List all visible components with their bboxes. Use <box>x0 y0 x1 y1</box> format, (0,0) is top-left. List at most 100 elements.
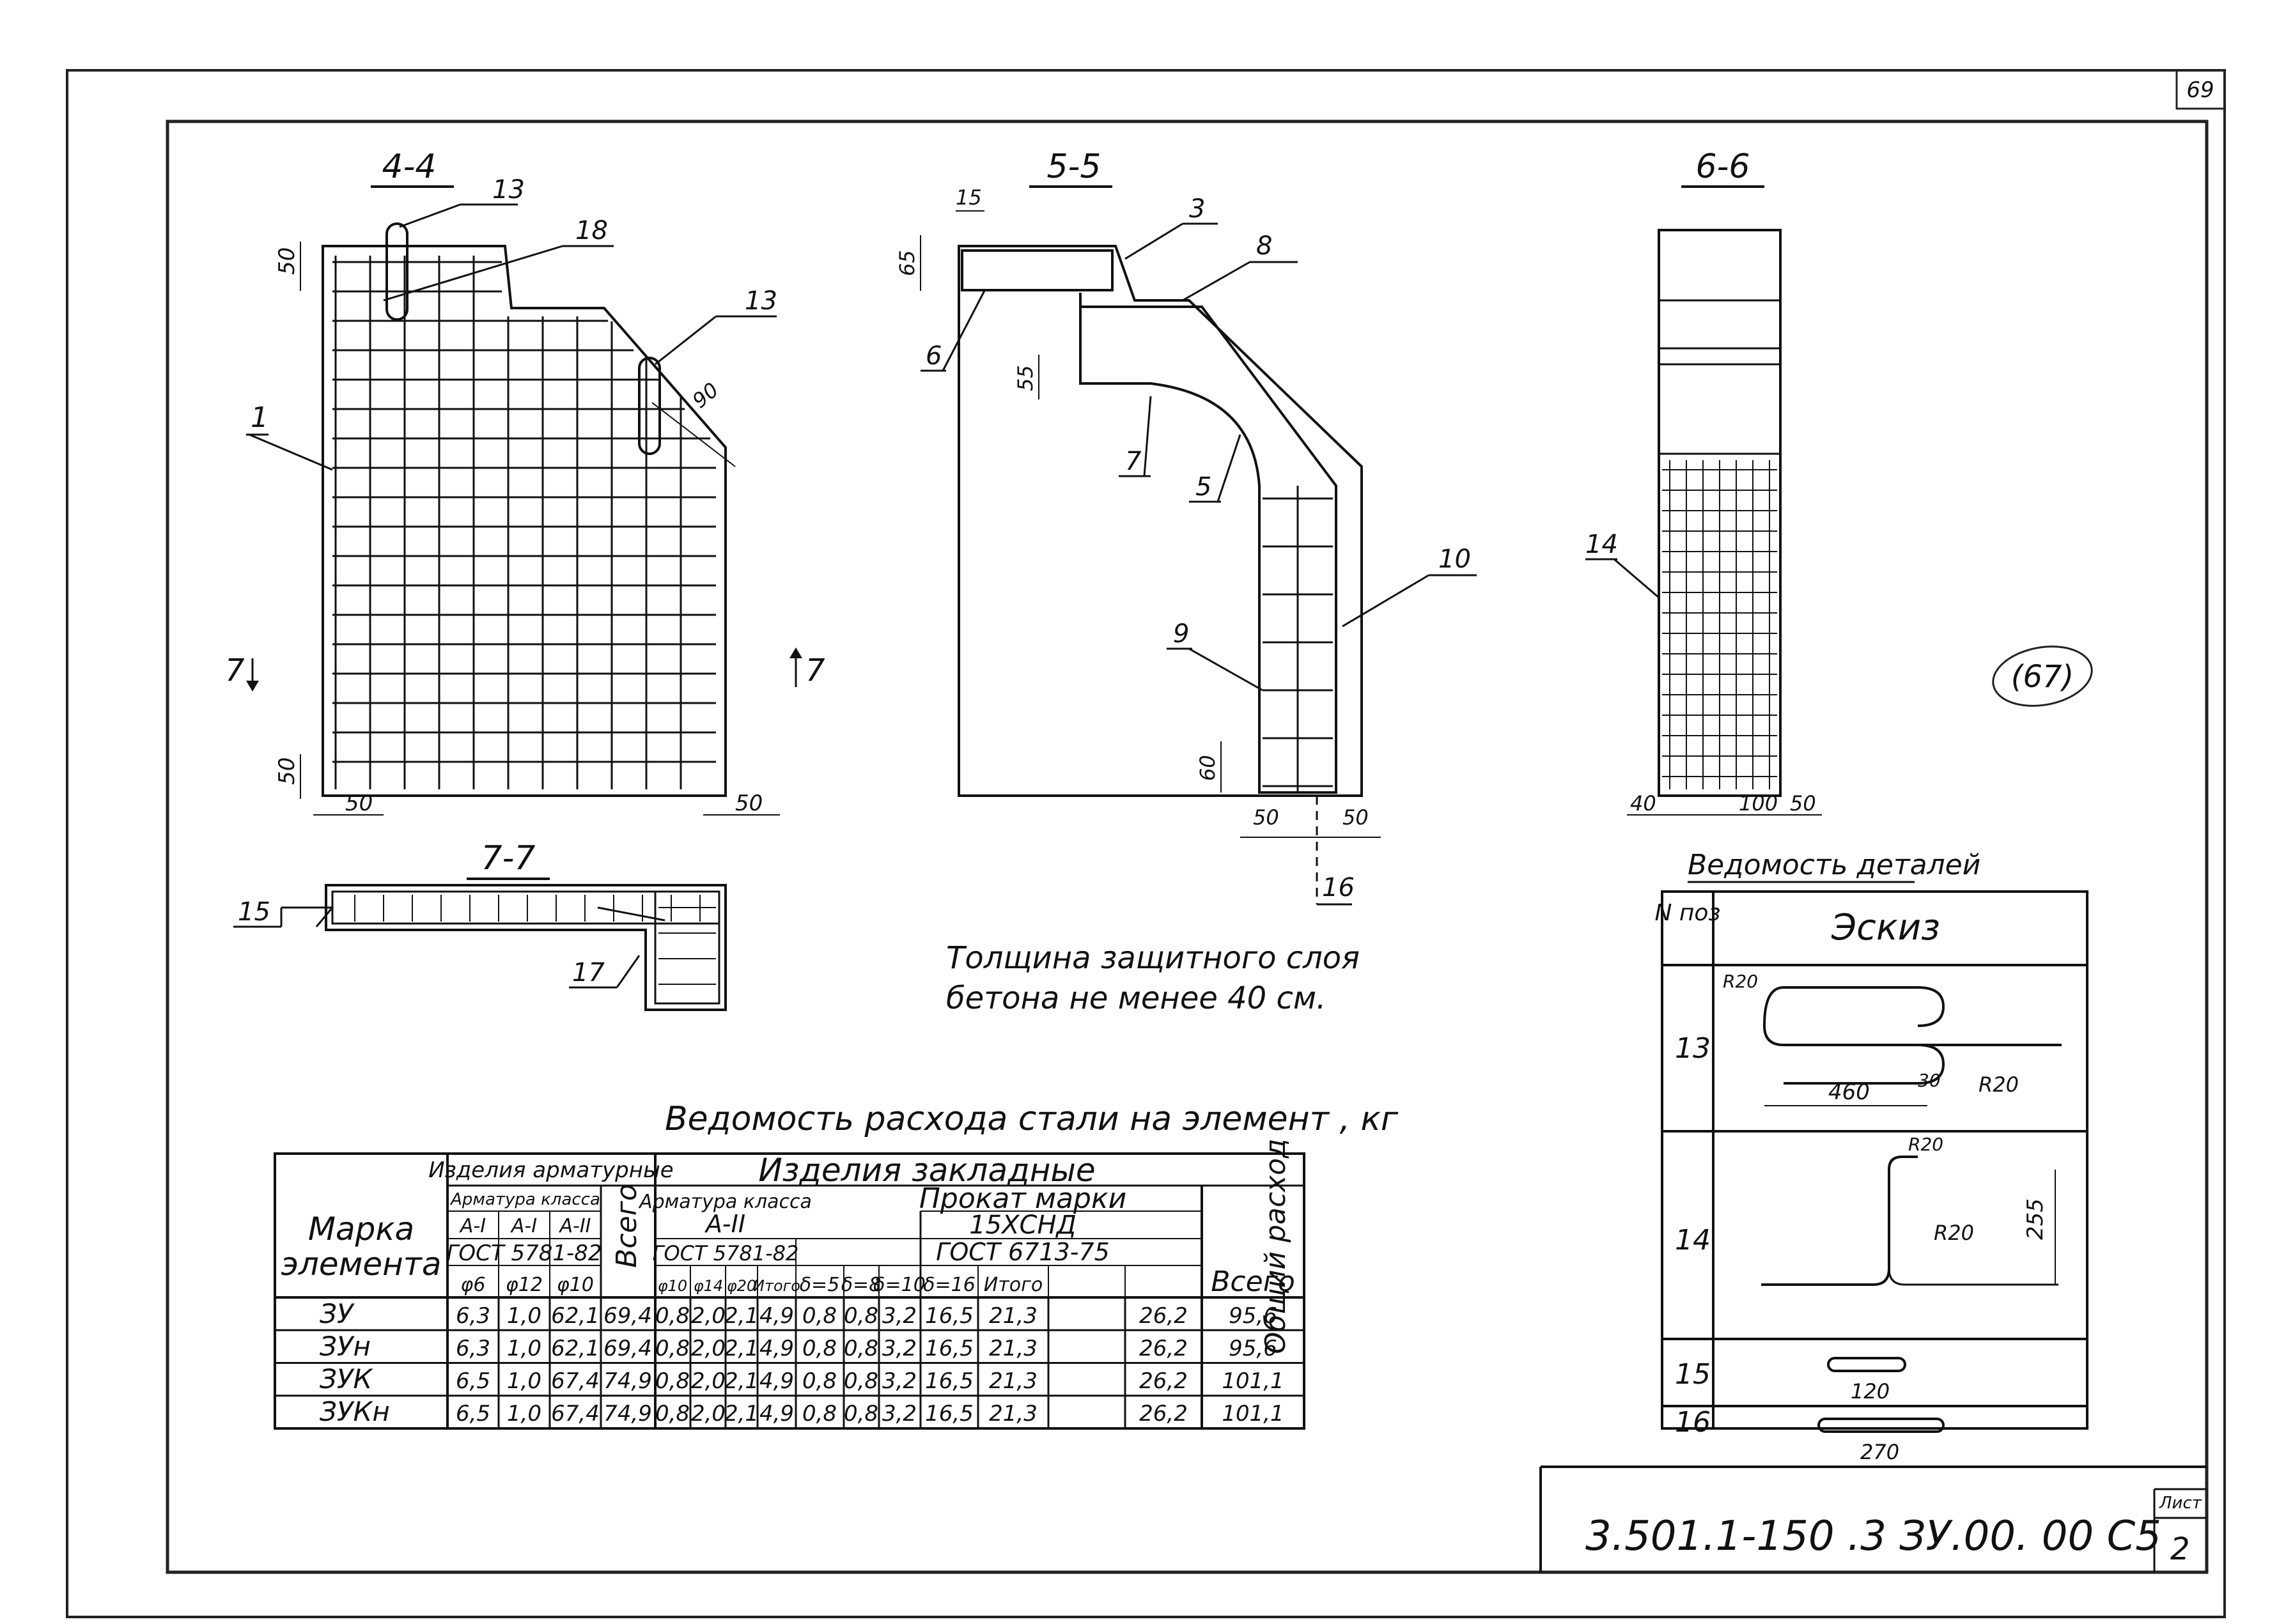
label-pos-8: 8 <box>1256 231 1272 261</box>
label-pos-16: 16 <box>1322 873 1355 902</box>
dim-100: 100 <box>1739 791 1778 816</box>
label-pos-15: 15 <box>238 897 270 927</box>
details-15-120: 120 <box>1851 1379 1890 1404</box>
bar-13-loop-b <box>638 357 661 455</box>
steel-h-total2: Всего <box>1211 1265 1295 1298</box>
steel-cell: 0,8 <box>802 1303 837 1329</box>
details-h-sketch: Эскиз <box>1831 907 1940 948</box>
steel-cell: 16,5 <box>925 1368 974 1394</box>
steel-cell: 95,6 <box>1229 1336 1277 1361</box>
steel-cell: 0,8 <box>844 1368 878 1394</box>
steel-cell: 0,8 <box>844 1401 878 1427</box>
steel-cell: 1,0 <box>507 1401 541 1427</box>
steel-cell: 69,4 <box>603 1336 652 1361</box>
steel-cell: 0,8 <box>802 1368 837 1394</box>
steel-cell: 6,3 <box>456 1336 490 1361</box>
steel-h-embedded: Изделия закладные <box>758 1152 1095 1189</box>
cage-mesh <box>1263 486 1333 793</box>
label-pos-7: 7 <box>1125 447 1142 476</box>
stamp-number: (67) <box>2011 659 2074 695</box>
section-title-4-4: 4-4 <box>382 148 437 186</box>
mesh-6-6 <box>1662 460 1777 789</box>
steel-cell: 16,5 <box>925 1303 974 1329</box>
details-14-r20a: R20 <box>1908 1134 1943 1155</box>
steel-cell: 0,8 <box>844 1336 878 1361</box>
corner-number: 69 <box>2186 77 2214 103</box>
steel-h-gost2: ГОСТ 5781-82 <box>653 1241 799 1265</box>
steel-cell: 21,3 <box>989 1303 1038 1329</box>
bar-14-sketch <box>1761 1156 1918 1286</box>
details-14-r20b: R20 <box>1934 1221 1974 1245</box>
steel-cell: 6,3 <box>456 1303 490 1329</box>
details-pos-14: 14 <box>1675 1224 1711 1257</box>
steel-cell: 21,3 <box>989 1368 1038 1394</box>
dim-50-top: 50 <box>274 247 300 275</box>
details-14-255: 255 <box>2023 1198 2048 1240</box>
steel-cell: 67,4 <box>551 1368 600 1394</box>
cut-mark-left: 7 <box>225 653 245 688</box>
steel-h-class2: А-II <box>704 1210 745 1238</box>
steel-h-t-0: δ=5 <box>800 1274 840 1296</box>
steel-cell: 1,0 <box>507 1336 541 1361</box>
section-title-7-7: 7-7 <box>481 839 536 878</box>
bar-13-loop <box>385 222 408 321</box>
section-title-6-6: 6-6 <box>1696 148 1750 186</box>
corner-box <box>2175 69 2226 110</box>
reinforcement-mesh <box>332 256 716 789</box>
steel-cell: 74,9 <box>603 1401 652 1427</box>
steel-h-diam-0: φ6 <box>461 1274 486 1296</box>
dim-50-bottom: 50 <box>274 757 300 785</box>
steel-row-mark: ЗУКн <box>320 1396 390 1427</box>
steel-cell: 0,8 <box>802 1401 837 1427</box>
section-6-6: 6-6 14 40 100 50 <box>1585 148 1822 816</box>
cut-mark-right: 7 <box>805 653 825 688</box>
section-5-5: 5-5 3 8 6 7 5 10 9 16 15 65 55 60 <box>895 148 1477 906</box>
label-pos-13: 13 <box>492 175 525 205</box>
steel-h-class-0: А-I <box>459 1215 486 1237</box>
steel-cell: 0,8 <box>655 1303 690 1329</box>
steel-cell: 2,0 <box>691 1336 726 1361</box>
label-pos-6: 6 <box>926 341 942 371</box>
steel-h-t-4: Итого <box>984 1274 1043 1296</box>
steel-cell: 0,8 <box>802 1336 837 1361</box>
steel-h-overall: Общий расход <box>1259 1139 1292 1354</box>
section-5-5-outline <box>958 245 1363 797</box>
steel-cell: 26,2 <box>1139 1401 1188 1427</box>
note-line-1: Толщина защитного слоя <box>946 940 1360 976</box>
steel-h-d2-2: φ20 <box>727 1277 756 1295</box>
steel-cell: 95,6 <box>1229 1303 1277 1329</box>
dim-50: 50 <box>1790 791 1816 816</box>
details-16-270: 270 <box>1860 1440 1899 1464</box>
steel-h-class-1: А-I <box>510 1215 537 1237</box>
dim-50-left: 50 <box>345 791 373 816</box>
steel-cell: 26,2 <box>1139 1336 1188 1361</box>
mesh-7-7 <box>354 895 716 985</box>
note-line-2: бетона не менее 40 см. <box>946 980 1326 1016</box>
steel-h-d2-0: φ10 <box>658 1277 687 1295</box>
steel-cell: 1,0 <box>507 1303 541 1329</box>
section-7-7: 7-7 15 17 <box>233 839 727 1011</box>
label-pos-17: 17 <box>572 958 605 987</box>
steel-h-t-1: δ=8 <box>841 1274 882 1296</box>
label-pos-10: 10 <box>1438 545 1471 574</box>
steel-cell: 3,2 <box>882 1303 917 1329</box>
steel-cell: 62,1 <box>551 1303 600 1329</box>
steel-cell: 21,3 <box>989 1336 1038 1361</box>
steel-h-t-3: δ=16 <box>923 1274 976 1296</box>
steel-h-mark-2: элемента <box>281 1246 441 1283</box>
steel-cell: 21,3 <box>989 1401 1038 1427</box>
steel-cell: 16,5 <box>925 1401 974 1427</box>
steel-cell: 26,2 <box>1139 1303 1188 1329</box>
dim-50b: 50 <box>1342 805 1369 830</box>
bar-15-sketch <box>1827 1357 1906 1372</box>
section-4-4: 4-4 13 18 13 1 50 90 50 50 50 7 <box>225 148 825 816</box>
steel-row-mark: ЗУ <box>320 1298 355 1329</box>
steel-cell: 3,2 <box>882 1336 917 1361</box>
steel-h-steel: 15ХСНД <box>969 1210 1077 1240</box>
details-13-r20b: R20 <box>1979 1072 2019 1097</box>
steel-cell: 3,2 <box>882 1368 917 1394</box>
dim-50-right: 50 <box>735 791 763 816</box>
steel-cell: 6,5 <box>456 1368 490 1394</box>
steel-cell: 74,9 <box>603 1368 652 1394</box>
